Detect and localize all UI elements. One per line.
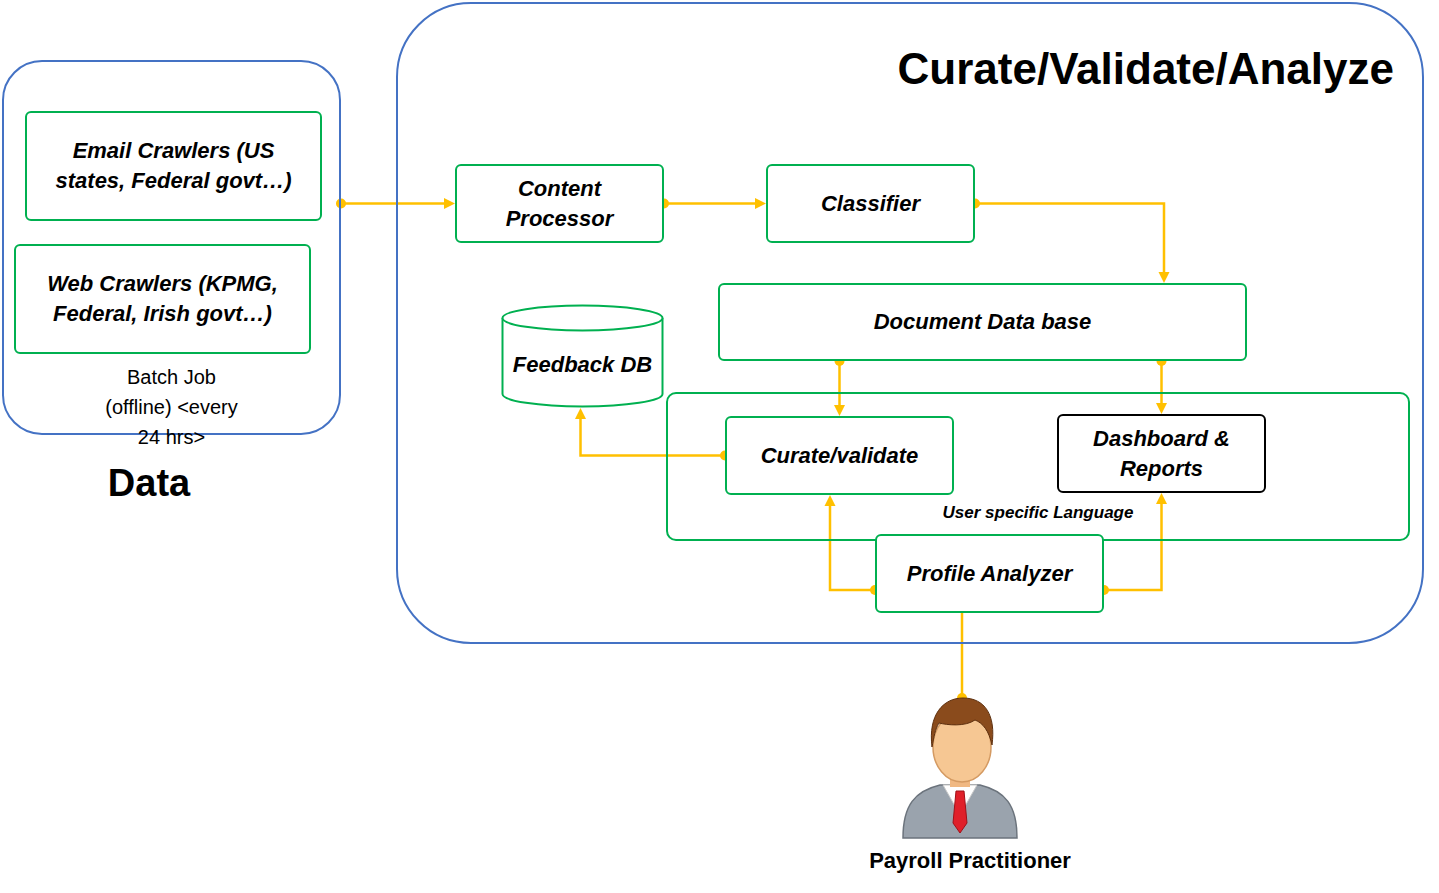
arrow-head <box>1156 493 1167 504</box>
box-label: Classifier <box>821 189 920 219</box>
label-text: User specific Language <box>668 502 1408 524</box>
label-text: Curate/Validate/Analyze <box>898 42 1394 96</box>
connector-line <box>961 613 964 698</box>
box-label: Content Processor <box>465 174 654 234</box>
actor: Payroll Practitioner <box>870 698 1070 883</box>
box-label: Profile Analyzer <box>907 559 1072 589</box>
connector-dot <box>336 199 346 209</box>
crawler-box: Web Crawlers (KPMG, Federal, Irish govt…… <box>14 244 311 354</box>
box-label: Document Data base <box>874 307 1092 337</box>
arrow-head <box>1156 403 1167 414</box>
process-box: Content Processor <box>455 164 664 243</box>
connector <box>575 408 730 461</box>
connector <box>825 495 881 595</box>
box-label: Web Crawlers (KPMG, Federal, Irish govt…… <box>24 269 301 329</box>
connector-line <box>830 506 875 590</box>
process-box: Curate/validate <box>725 416 954 495</box>
label-text: Payroll Practitioner <box>840 846 1100 876</box>
arrow-head <box>1159 272 1170 283</box>
arrow-head <box>834 405 845 416</box>
arrow-head <box>575 408 586 419</box>
source-group: Batch Job (offline) <every 24 hrs>DataEm… <box>2 60 341 435</box>
connector-line <box>664 202 755 205</box>
connector <box>970 199 1170 284</box>
box-label: Dashboard & Reports <box>1067 424 1256 484</box>
connector-line <box>975 204 1164 273</box>
language-band: User specific Language Curate/validate Das… <box>666 392 1410 541</box>
report-box: Dashboard & Reports <box>1057 414 1266 493</box>
person-illustration <box>895 695 1025 840</box>
connector <box>1156 356 1167 414</box>
box-label: Email Crawlers (US states, Federal govt…… <box>35 136 312 196</box>
database-cylinder: Feedback DB <box>501 304 664 408</box>
connector <box>834 356 845 416</box>
label-text: Data <box>4 460 294 506</box>
label-text: Batch Job (offline) <every 24 hrs> <box>4 362 339 452</box>
process-box: Profile Analyzer <box>875 534 1104 613</box>
arrow-head <box>825 495 836 506</box>
connector-line <box>341 202 444 205</box>
process-box: Classifier <box>766 164 975 243</box>
connector-line <box>1160 361 1163 403</box>
connector <box>957 613 967 703</box>
box-label: Feedback DB <box>513 350 652 380</box>
connector-line <box>581 419 726 456</box>
crawler-box: Email Crawlers (US states, Federal govt…… <box>25 111 322 221</box>
connector <box>659 198 766 209</box>
box-label: Curate/validate <box>761 441 919 471</box>
processing-group: Curate/Validate/AnalyzeContent Processor… <box>396 2 1424 644</box>
arrow-head <box>444 198 455 209</box>
connector-line <box>838 361 841 405</box>
database-box: Document Data base <box>718 283 1247 361</box>
arrow-head <box>755 198 766 209</box>
